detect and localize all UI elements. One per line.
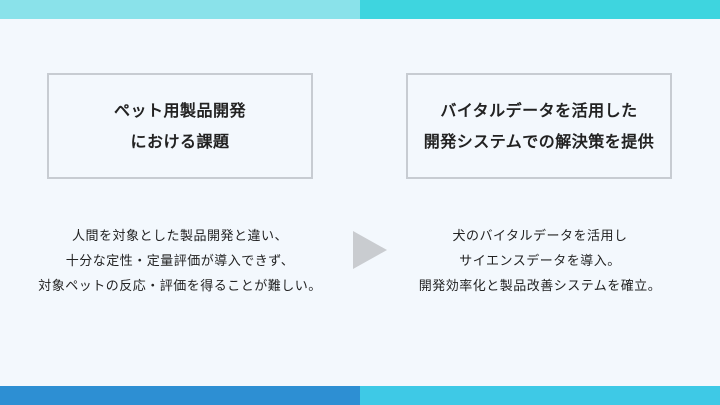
challenge-title-line-1: ペット用製品開発 xyxy=(113,101,246,120)
challenge-description-line: 対象ペットの反応・評価を得ることが難しい。 xyxy=(38,279,322,294)
challenge-box: ペット用製品開発 における課題 xyxy=(47,73,313,179)
solution-box: バイタルデータを活用した 開発システムでの解決策を提供 xyxy=(406,73,672,179)
top-accent-bar xyxy=(0,0,720,19)
solution-title-line-2: 開発システムでの解決策を提供 xyxy=(423,132,655,151)
challenge-title-line-2: における課題 xyxy=(130,132,230,151)
play-triangle-icon xyxy=(353,231,387,269)
bottom-bar-right-segment xyxy=(360,386,720,405)
solution-description-line: 犬のバイタルデータを活用し xyxy=(452,229,628,244)
challenge-description-line: 十分な定性・定量評価が導入できず、 xyxy=(65,254,295,269)
challenge-description-line: 人間を対象とした製品開発と違い、 xyxy=(71,229,288,244)
challenge-description: 人間を対象とした製品開発と違い、 十分な定性・定量評価が導入できず、 対象ペット… xyxy=(0,224,360,299)
solution-description-line: 開発効率化と製品改善システムを確立。 xyxy=(418,279,662,294)
top-bar-right-segment xyxy=(360,0,720,19)
bottom-bar-left-segment xyxy=(0,386,360,405)
solution-description-line: サイエンスデータを導入。 xyxy=(459,254,621,269)
solution-title-line-1: バイタルデータを活用した xyxy=(440,101,638,120)
top-bar-left-segment xyxy=(0,0,360,19)
bottom-accent-bar xyxy=(0,386,720,405)
solution-description: 犬のバイタルデータを活用し サイエンスデータを導入。 開発効率化と製品改善システ… xyxy=(360,224,720,299)
